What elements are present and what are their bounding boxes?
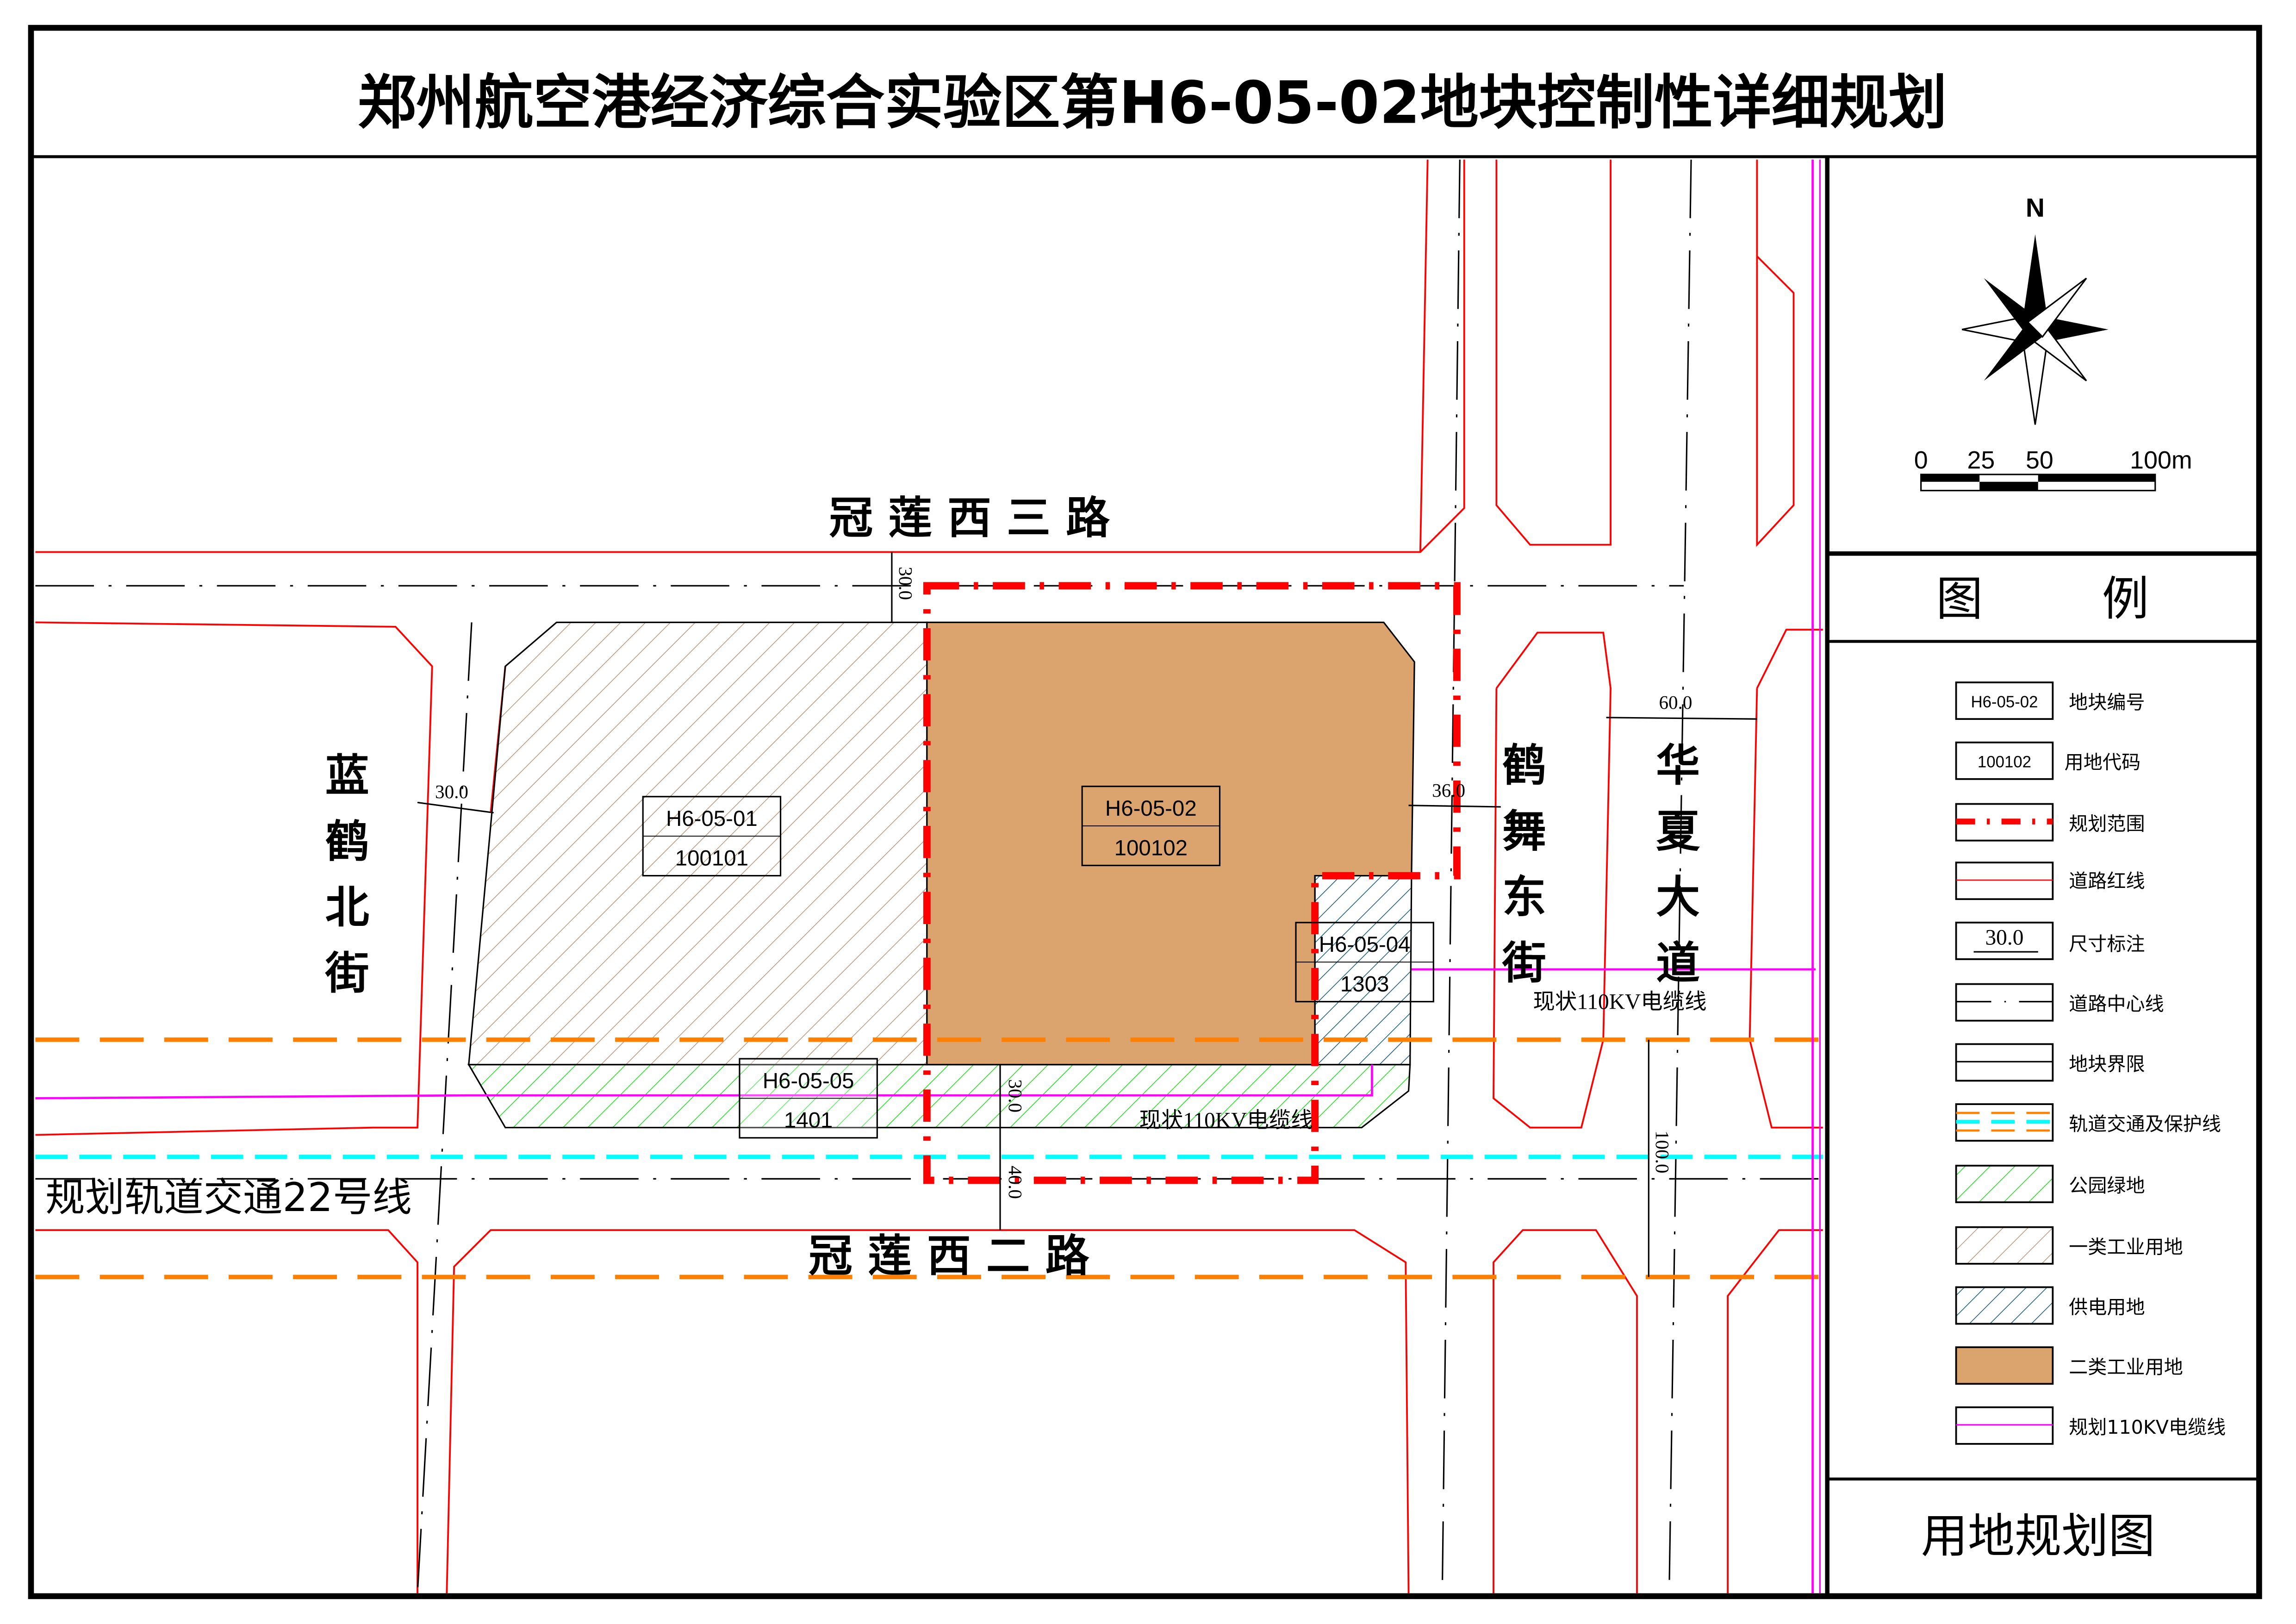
road-name-south: 冠 莲 西 二 路 xyxy=(809,1231,1090,1282)
rail-line-label: 规划轨道交通22号线 xyxy=(45,1175,412,1221)
parcel-h6-05-04[interactable] xyxy=(1314,875,1412,1066)
legend-label: 规划110KV电缆线 xyxy=(2069,1416,2226,1438)
parcel-h6-05-01[interactable] xyxy=(468,621,928,1066)
legend-label: 地块编号 xyxy=(2069,691,2145,713)
road-name-west: 鹤 xyxy=(325,816,369,867)
scale-label: 25 xyxy=(1967,446,1995,474)
road-name-west: 街 xyxy=(325,948,369,999)
cable-label-east: 现状110KV电缆线 xyxy=(1533,990,1706,1014)
drawing-name: 用地规划图 xyxy=(1921,1509,2155,1563)
legend-sample: 30.0 xyxy=(1985,925,2023,949)
legend-label: 轨道交通及保护线 xyxy=(2069,1113,2221,1135)
dim-east-road: 36.0 xyxy=(1432,780,1465,801)
parcel-code: 100102 xyxy=(1114,836,1188,860)
parcel-id: H6-05-02 xyxy=(1105,796,1197,821)
road-name-east: 鹤 xyxy=(1502,740,1546,791)
road-name-huaxia: 华 xyxy=(1656,740,1700,791)
legend-label: 公园绿地 xyxy=(2069,1174,2145,1197)
parcel-id: H6-05-01 xyxy=(666,806,758,831)
parcel-code: 1401 xyxy=(784,1108,833,1133)
legend-label: 供电用地 xyxy=(2069,1296,2145,1318)
road-name-east: 东 xyxy=(1502,872,1546,923)
road-name-east: 舞 xyxy=(1502,806,1546,857)
road-name-east: 街 xyxy=(1502,938,1546,989)
legend-label: 道路中心线 xyxy=(2069,993,2164,1015)
north-arrow-icon: N xyxy=(1961,193,2109,425)
legend: H6-05-02 100102 30.0 地块编号 用地代码 规划范围 道路红线… xyxy=(1955,681,2226,1445)
north-label: N xyxy=(2026,193,2045,223)
dimension-marks xyxy=(417,552,1757,1277)
legend-sample: 100102 xyxy=(1978,754,2031,771)
cable-label-south: 现状110KV电缆线 xyxy=(1139,1109,1313,1133)
road-name-north: 冠 莲 西 三 路 xyxy=(829,493,1110,543)
legend-label: 一类工业用地 xyxy=(2069,1236,2183,1258)
scale-bar: 0 25 50 100m xyxy=(1914,446,2192,492)
dim-green-b: 40.0 xyxy=(1005,1166,1026,1199)
road-name-huaxia: 道 xyxy=(1656,938,1700,989)
legend-label: 规划范围 xyxy=(2069,813,2145,835)
road-name-huaxia: 夏 xyxy=(1656,806,1700,857)
legend-label: 尺寸标注 xyxy=(2069,933,2145,955)
parcel-id: H6-05-04 xyxy=(1319,932,1411,957)
dim-north-road: 30.0 xyxy=(895,567,916,600)
scale-label: 0 xyxy=(1914,446,1928,474)
dim-huaxia: 60.0 xyxy=(1659,692,1692,713)
legend-label: 用地代码 xyxy=(2065,751,2140,774)
road-name-west: 北 xyxy=(325,882,369,933)
parcel-code: 100101 xyxy=(675,846,748,870)
outer-frame xyxy=(28,25,2262,1599)
road-name-huaxia: 大 xyxy=(1656,872,1700,923)
cable-lines xyxy=(35,159,1821,1593)
scale-label: 50 xyxy=(2026,446,2053,474)
parcel-id: H6-05-05 xyxy=(763,1068,854,1093)
legend-title: 图 例 xyxy=(1936,572,2149,626)
dim-green-a: 30.0 xyxy=(1005,1079,1026,1112)
planning-boundary xyxy=(923,582,1461,1184)
map-title: 郑州航空港经济综合实验区第H6-05-02地块控制性详细规划 xyxy=(358,69,1947,137)
dim-protect: 100.0 xyxy=(1652,1131,1673,1173)
legend-sample: H6-05-02 xyxy=(1971,693,2038,711)
dim-west-road: 30.0 xyxy=(435,781,468,802)
legend-label: 道路红线 xyxy=(2069,870,2145,892)
road-red-lines xyxy=(35,159,1823,1593)
road-name-west: 蓝 xyxy=(325,750,369,801)
legend-label: 二类工业用地 xyxy=(2069,1356,2183,1378)
legend-label: 地块界限 xyxy=(2069,1053,2145,1075)
parcel-code: 1303 xyxy=(1340,972,1389,996)
scale-label: 100m xyxy=(2130,446,2192,474)
